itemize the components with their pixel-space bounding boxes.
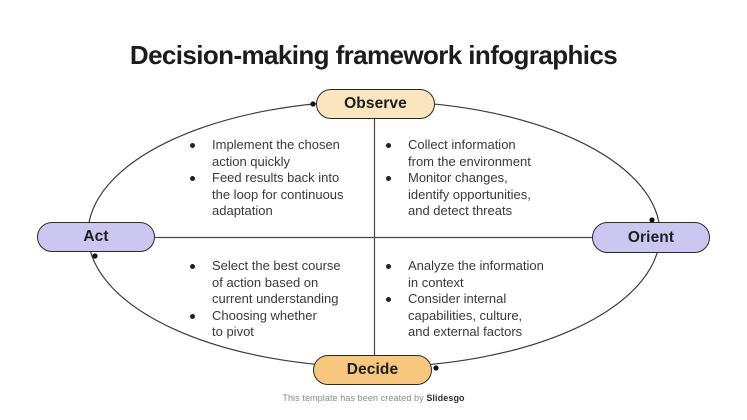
bullet-item: Choosing whether to pivot <box>181 308 373 341</box>
node-observe-label: Observe <box>344 95 407 112</box>
node-act: Act <box>37 222 155 252</box>
node-orient-label: Orient <box>627 228 675 246</box>
node-observe: Observe <box>316 89 435 119</box>
arrowhead-dot-act <box>92 253 98 259</box>
arrowhead-dot-orient <box>649 217 655 223</box>
bullet-item: Collect information from the environment <box>377 137 569 170</box>
node-decide: Decide <box>313 355 432 385</box>
bullet-item: Implement the chosen action quickly <box>181 137 373 170</box>
quadrant-observe-orient-bullets: Collect information from the environment… <box>377 137 569 220</box>
bullet-item: Select the best course of action based o… <box>181 258 373 308</box>
page-title: Decision-making framework infographics <box>129 40 618 70</box>
node-orient: Orient <box>592 222 710 253</box>
arrowhead-dot-decide <box>433 365 439 371</box>
arrowhead-dot-observe <box>310 101 316 107</box>
footer-credit-text: This template has been created by <box>282 393 427 403</box>
bullet-item: Consider internal capabilities, culture,… <box>377 291 569 341</box>
node-act-label: Act <box>83 228 109 245</box>
bullet-item: Monitor changes, identify opportunities,… <box>377 170 569 220</box>
footer-brand: Slidesgo <box>426 393 465 403</box>
footer-credit: This template has been created by Slides… <box>0 393 747 403</box>
quadrant-decide-act-bullets: Select the best course of action based o… <box>181 258 373 341</box>
bullet-item: Analyze the information in context <box>377 258 569 291</box>
bullet-item: Feed results back into the loop for cont… <box>181 170 373 220</box>
node-decide-label: Decide <box>346 361 399 378</box>
